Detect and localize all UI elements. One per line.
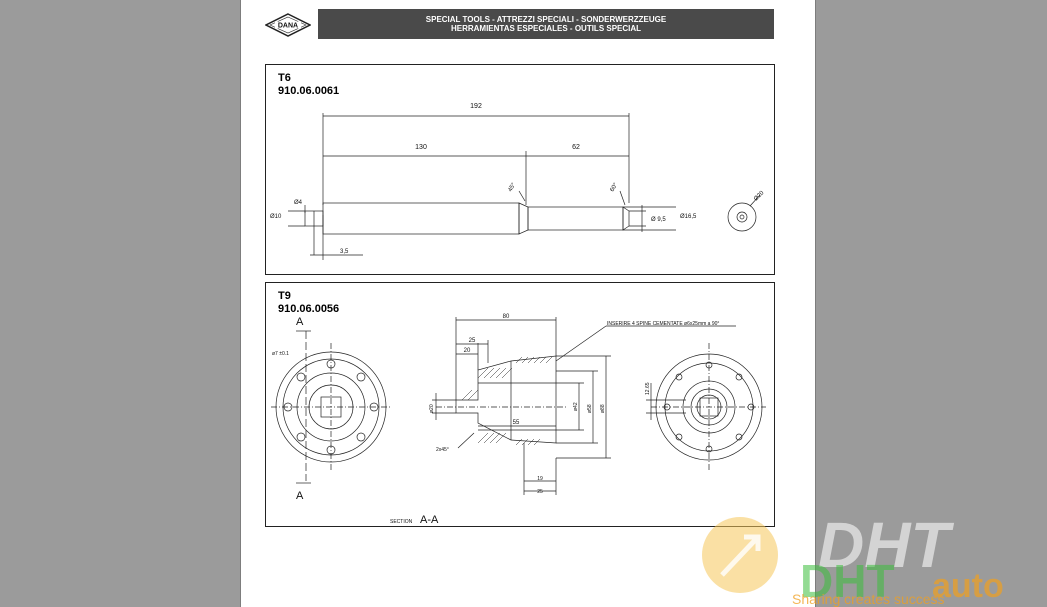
- dim-angle-left: 45°: [508, 182, 518, 193]
- t9-drawing: A A ø7 ±0.1 80 25 20 55 ø42 ø58 ø88 ø20 …: [271, 314, 766, 526]
- part-number: 910.06.0061: [278, 85, 340, 97]
- document-page: DANA SPECIAL TOOLS - ATTREZZI SPECIALI -…: [241, 0, 815, 607]
- dim-left-length: 130: [415, 144, 427, 151]
- dim-12: 12.65: [645, 382, 651, 395]
- dim-right-length: 62: [572, 144, 580, 151]
- header-title-line-1: SPECIAL TOOLS - ATTREZZI SPECIALI - SOND…: [425, 15, 667, 24]
- dim-holes: ø7 ±0.1: [272, 351, 289, 357]
- assembly-note: INSERIRE 4 SPINE CEMENTATE ø6x25mm a 90°: [607, 321, 719, 327]
- dim-d20: Ø20: [753, 190, 766, 203]
- dim-19: 19: [537, 476, 543, 482]
- header-title-line-2: HERRAMIENTAS ESPECIALES - OUTILS SPECIAL: [450, 24, 642, 33]
- dim-d20s: ø20: [429, 404, 435, 413]
- section-letter-top: A: [296, 316, 304, 328]
- watermark-brand-auto: auto: [932, 567, 1004, 605]
- watermark-brand-top: DHT: [818, 509, 954, 581]
- dim-angle-right: 60°: [610, 182, 620, 193]
- dim-chamfer: 2x45°: [436, 447, 449, 453]
- dim-20: 20: [464, 348, 471, 354]
- dim-bore: 55: [513, 420, 520, 426]
- dim-length: 80: [503, 314, 510, 320]
- section-letter-bottom: A: [296, 490, 304, 502]
- tool-code: T6: [278, 72, 291, 84]
- logo-text: DANA: [278, 23, 298, 30]
- dim-d10: Ø10: [270, 214, 282, 220]
- watermark-brand-bottom: DHT: [800, 555, 895, 607]
- section-label: SECTION: [390, 519, 413, 525]
- tool-t9-panel: T9 910.06.0056: [265, 282, 775, 527]
- tool-t6-panel: T6 910.06.0061: [265, 64, 775, 275]
- dim-d58: ø58: [587, 404, 593, 413]
- dim-overall: 192: [470, 103, 482, 110]
- dht-auto-watermark: DHT DHT auto Sharing creates success: [702, 509, 1004, 607]
- dim-w25: 25: [537, 489, 543, 495]
- section-name: A-A: [420, 514, 439, 526]
- dana-logo: DANA: [265, 13, 311, 37]
- dim-d42: ø42: [573, 402, 579, 411]
- dim-25: 25: [469, 338, 476, 344]
- part-number: 910.06.0056: [278, 303, 340, 315]
- dim-pilot: 3,5: [340, 249, 349, 255]
- dim-d4: Ø4: [294, 200, 303, 206]
- dim-d88: ø88: [600, 404, 606, 413]
- t6-drawing: 192 130 62 45° 60° Ø4 Ø10 Ø 9,5 Ø16,5 Ø2…: [270, 103, 766, 260]
- watermark-slogan: Sharing creates success: [792, 591, 945, 607]
- dim-d165: Ø16,5: [680, 214, 697, 220]
- dim-d95: Ø 9,5: [651, 217, 666, 223]
- page-header: SPECIAL TOOLS - ATTREZZI SPECIALI - SOND…: [318, 9, 774, 39]
- tool-code: T9: [278, 290, 291, 302]
